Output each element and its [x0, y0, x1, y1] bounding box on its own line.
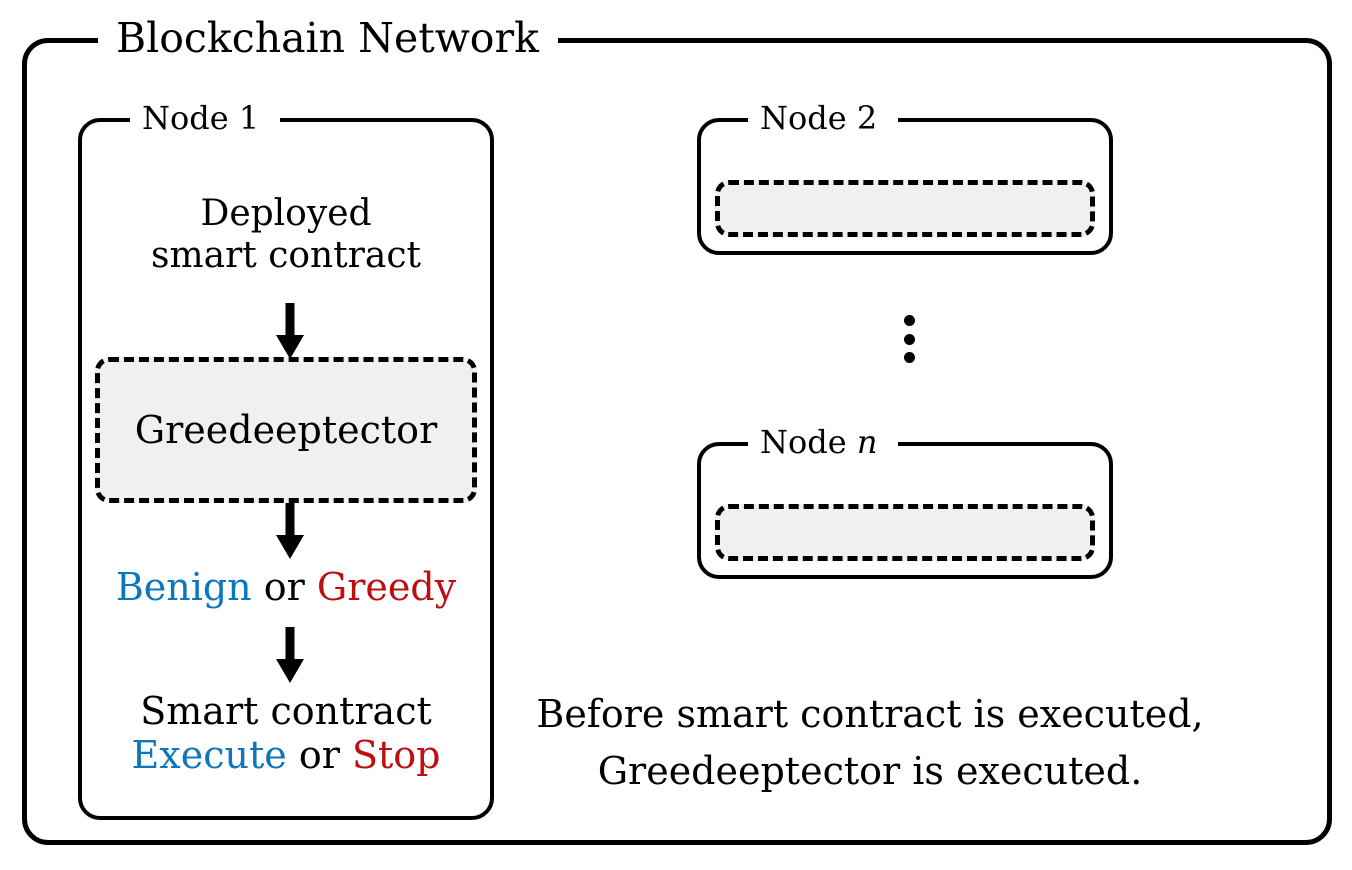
node-n-label-prefix: Node: [760, 423, 857, 461]
caption-line-1: Before smart contract is executed,: [536, 692, 1204, 736]
verdict-conjunction-spacer-2: [305, 565, 317, 609]
outcome-conjunction-spacer: [287, 733, 299, 777]
node-2-frame: [697, 118, 1113, 255]
node-n-frame: [697, 442, 1113, 579]
vertical-ellipsis-icon: [903, 315, 915, 363]
verdict-greedy: Greedy: [316, 565, 457, 609]
outcome-conjunction-spacer-2: [340, 733, 352, 777]
verdict-conjunction-spacer: [252, 565, 264, 609]
greedeeptector-module-label: Greedeeptector: [134, 408, 438, 452]
node-n-label-index: n: [856, 423, 878, 461]
node-1-input-line-1: Deployed: [200, 193, 372, 234]
blockchain-network-frame: [22, 38, 1332, 845]
node-1-frame: [78, 118, 494, 820]
node-n-label: Node n: [754, 423, 884, 461]
outcome-conjunction: or: [298, 733, 340, 778]
node-2-label-prefix: Node: [760, 99, 857, 137]
greedeeptector-module: Greedeeptector: [95, 357, 477, 503]
node-2-label-index: 2: [856, 99, 878, 137]
arrow-input-to-detector: [276, 303, 304, 359]
outcome-stop: Stop: [351, 733, 441, 778]
outcome-execute: Execute: [131, 733, 287, 778]
caption-line-2: Greedeeptector is executed.: [597, 749, 1143, 793]
ellipsis-dot-3: [903, 352, 915, 363]
node-1-outcome-text: Smart contract Execute or Stop: [78, 689, 494, 777]
blockchain-network-label: Blockchain Network: [110, 18, 545, 59]
node-2-module: [715, 180, 1095, 237]
ellipsis-dot-2: [903, 333, 915, 345]
verdict-conjunction: or: [263, 565, 305, 609]
node-n-module: [715, 504, 1095, 561]
diagram-caption: Before smart contract is executed, Greed…: [520, 686, 1220, 800]
node-1-label: Node 1: [136, 102, 266, 134]
node-2-label: Node 2: [754, 99, 884, 137]
arrow-verdict-to-outcome: [276, 627, 304, 683]
verdict-benign: Benign: [115, 565, 252, 609]
ellipsis-dot-1: [903, 315, 915, 326]
node-1-input-line-2: smart contract: [151, 234, 421, 276]
outcome-actions: Execute or Stop: [78, 733, 494, 777]
node-1-input-text: Deployed smart contract: [78, 193, 494, 277]
node-1-verdict-text: Benign or Greedy: [78, 565, 494, 609]
outcome-heading: Smart contract: [140, 689, 432, 733]
arrow-detector-to-verdict: [276, 503, 304, 559]
